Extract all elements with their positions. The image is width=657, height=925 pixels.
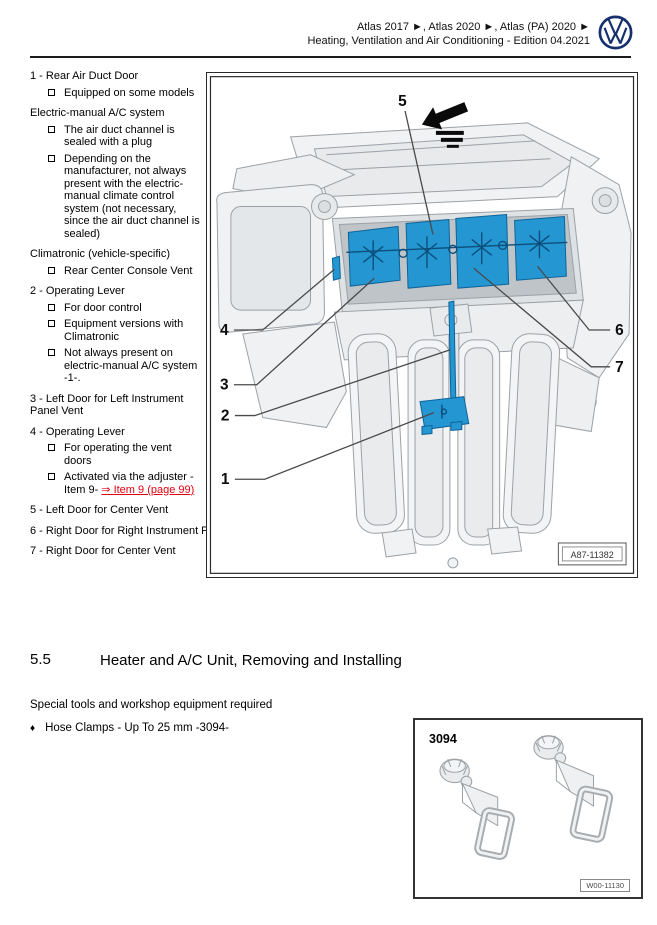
tool-number-label: 3094 bbox=[429, 732, 457, 746]
legend-item-1: 1 - Rear Air Duct Door bbox=[30, 70, 139, 82]
legend-bullet: Equipped on some models bbox=[30, 87, 202, 100]
parts-legend: 1 - Rear Air Duct Door Equipped on some … bbox=[30, 70, 254, 558]
callout-leader-lines bbox=[233, 110, 611, 480]
callout-3: 3 bbox=[220, 377, 229, 394]
legend-item-5: 5 - Left Door for Center Vent bbox=[30, 504, 169, 516]
tool-figure-label: W00-11130 bbox=[580, 879, 630, 892]
section-title: Heater and A/C Unit, Removing and Instal… bbox=[100, 652, 402, 669]
header-models-line: Atlas 2017 ►, Atlas 2020 ►, Atlas (PA) 2… bbox=[356, 21, 590, 33]
legend-bullet: For operating the vent doors bbox=[30, 442, 202, 467]
legend-subhead-climatronic: Climatronic (vehicle-specific) bbox=[30, 248, 170, 260]
rear-air-duct-door-part bbox=[419, 396, 470, 431]
callout-2: 2 bbox=[221, 408, 230, 425]
legend-item-6: 6 - Right Door for Right Instrument Pane… bbox=[30, 524, 255, 537]
hose-clamps-figure: 3094 W00-11130 bbox=[413, 718, 643, 899]
hvac-housing-art bbox=[216, 122, 632, 569]
removal-direction-arrow-icon bbox=[421, 102, 469, 148]
checkbox-icon bbox=[48, 473, 55, 480]
legend-bullet: For door control bbox=[30, 302, 202, 315]
hvac-diagram-figure: 5 4 3 2 1 6 7 A87-11382 bbox=[206, 72, 638, 578]
legend-bullet: Activated via the adjuster -Item 9- ⇒ It… bbox=[30, 471, 202, 496]
door-right-instrument-vent bbox=[514, 215, 567, 281]
legend-subhead-electric-manual: Electric-manual A/C system bbox=[30, 107, 165, 119]
checkbox-icon bbox=[48, 444, 55, 451]
legend-bullet: Rear Center Console Vent bbox=[30, 265, 202, 278]
vw-logo-icon bbox=[598, 15, 633, 50]
item9-page-link[interactable]: ⇒ Item 9 (page 99) bbox=[101, 483, 195, 496]
page-header: Atlas 2017 ►, Atlas 2020 ►, Atlas (PA) 2… bbox=[307, 20, 590, 48]
checkbox-icon bbox=[48, 266, 55, 274]
legend-bullet: Equipment versions with Climatronic bbox=[30, 318, 202, 343]
legend-bullet: Depending on the manufacturer, not alway… bbox=[30, 153, 202, 241]
checkbox-icon bbox=[48, 154, 55, 162]
section-number: 5.5 bbox=[30, 651, 51, 668]
legend-item-3: 3 - Left Door for Left Instrument Panel … bbox=[30, 392, 184, 418]
callout-5: 5 bbox=[398, 93, 407, 110]
hose-clamp-right bbox=[533, 735, 614, 843]
hose-clamps-drawing bbox=[439, 735, 614, 860]
hvac-diagram: 5 4 3 2 1 6 7 A87-11382 bbox=[209, 76, 635, 574]
door-shaft-detail bbox=[346, 230, 568, 419]
checkbox-icon bbox=[48, 349, 55, 356]
door-left-center-vent bbox=[405, 218, 452, 289]
checkbox-icon bbox=[48, 125, 55, 133]
figure-label: A87-11382 bbox=[571, 550, 614, 560]
operating-lever-part bbox=[331, 255, 341, 281]
legend-bullet: The air duct channel is sealed with a pl… bbox=[30, 124, 202, 149]
hose-clamp-left bbox=[439, 758, 515, 860]
checkbox-icon bbox=[48, 88, 55, 96]
legend-bullet: Not always present on electric-manual A/… bbox=[30, 347, 202, 385]
legend-item-7: 7 - Right Door for Center Vent bbox=[30, 545, 176, 557]
callout-1: 1 bbox=[221, 471, 230, 488]
checkbox-icon bbox=[48, 320, 55, 327]
section-subtitle: Special tools and workshop equipment req… bbox=[30, 699, 273, 711]
header-divider bbox=[30, 56, 631, 58]
callout-7: 7 bbox=[615, 359, 624, 376]
legend-bullet-text: Activated via the adjuster -Item 9- bbox=[64, 471, 194, 496]
legend-item-2: 2 - Operating Lever bbox=[30, 285, 125, 297]
callout-numbers: 5 4 3 2 1 6 7 bbox=[220, 93, 624, 488]
callout-6: 6 bbox=[615, 322, 624, 339]
header-doc-title: Heating, Ventilation and Air Conditionin… bbox=[307, 35, 590, 47]
tool-item-text: Hose Clamps - Up To 25 mm -3094- bbox=[45, 722, 229, 734]
callout-4: 4 bbox=[220, 322, 229, 339]
legend-item-4: 4 - Operating Lever bbox=[30, 425, 125, 438]
checkbox-icon bbox=[48, 303, 55, 311]
figure-label-box: A87-11382 bbox=[557, 542, 627, 566]
diamond-bullet-icon: ♦ bbox=[30, 723, 36, 734]
tool-list-item: ♦ Hose Clamps - Up To 25 mm -3094- bbox=[30, 722, 229, 734]
door-left-instrument-vent bbox=[347, 225, 401, 287]
figure-inner-frame bbox=[209, 76, 635, 574]
